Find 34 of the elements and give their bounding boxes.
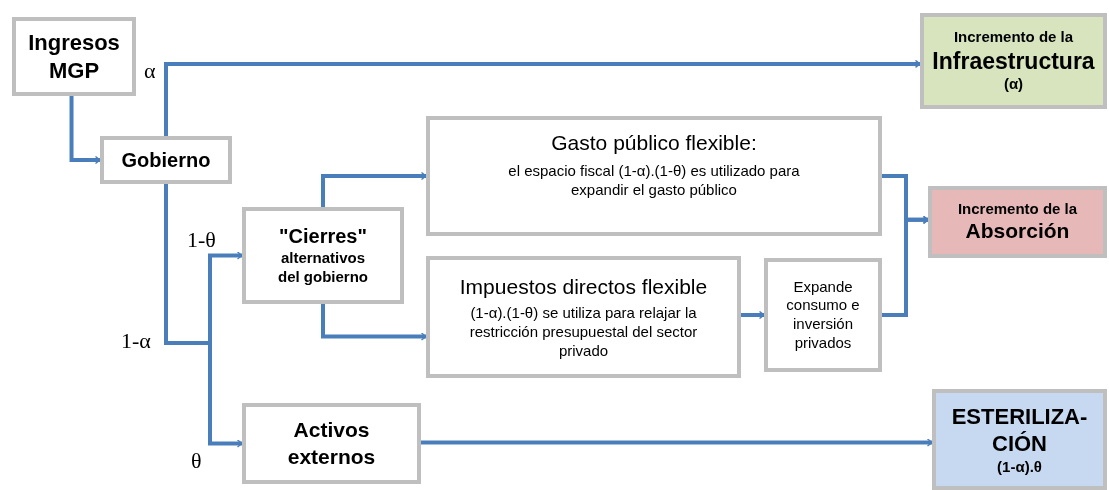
box-heading: Gasto público flexible: [551, 130, 757, 156]
box-heading: Incremento de la [957, 199, 1078, 219]
arrow [882, 215, 929, 317]
box-text: Infraestructura [932, 46, 1095, 76]
box-heading: "Cierres" [279, 224, 367, 250]
box-text: (α) [1003, 75, 1024, 95]
box-heading: ESTERILIZA- CIÓN [951, 402, 1088, 458]
box-text: Gobierno [121, 147, 211, 173]
outcome-box [928, 186, 1107, 258]
arrow [69, 96, 101, 165]
outcome-box [920, 13, 1107, 109]
box-text: (1-α).θ [997, 457, 1042, 477]
process-box [426, 116, 882, 236]
process-box [426, 256, 741, 378]
arrow [741, 310, 765, 320]
process-box [242, 403, 421, 484]
box-text: Absorción [965, 218, 1070, 245]
box-text: Ingresos MGP [27, 29, 121, 84]
process-box [100, 136, 232, 184]
arrow [421, 438, 933, 447]
box-text: Expande consumo e inversión privados [785, 277, 861, 353]
box-text: alternativos del gobierno [277, 249, 369, 287]
process-box [242, 207, 404, 304]
box-text: el espacio fiscal (1-α).(1-θ) es utilizado para expandir el gasto público [507, 162, 801, 200]
box-heading: Impuestos directos flexible [459, 273, 708, 300]
box-heading: Incremento de la [953, 27, 1074, 47]
process-box [764, 258, 882, 372]
arrow [321, 304, 427, 341]
arrow [321, 171, 427, 207]
box-text: Activos externos [286, 417, 377, 470]
arrow [164, 59, 921, 136]
outcome-box [932, 389, 1107, 490]
box-text: (1-α).(1-θ) se utiliza para relajar la restricción presupuestal del sector privado [468, 304, 699, 361]
process-box [12, 17, 136, 96]
